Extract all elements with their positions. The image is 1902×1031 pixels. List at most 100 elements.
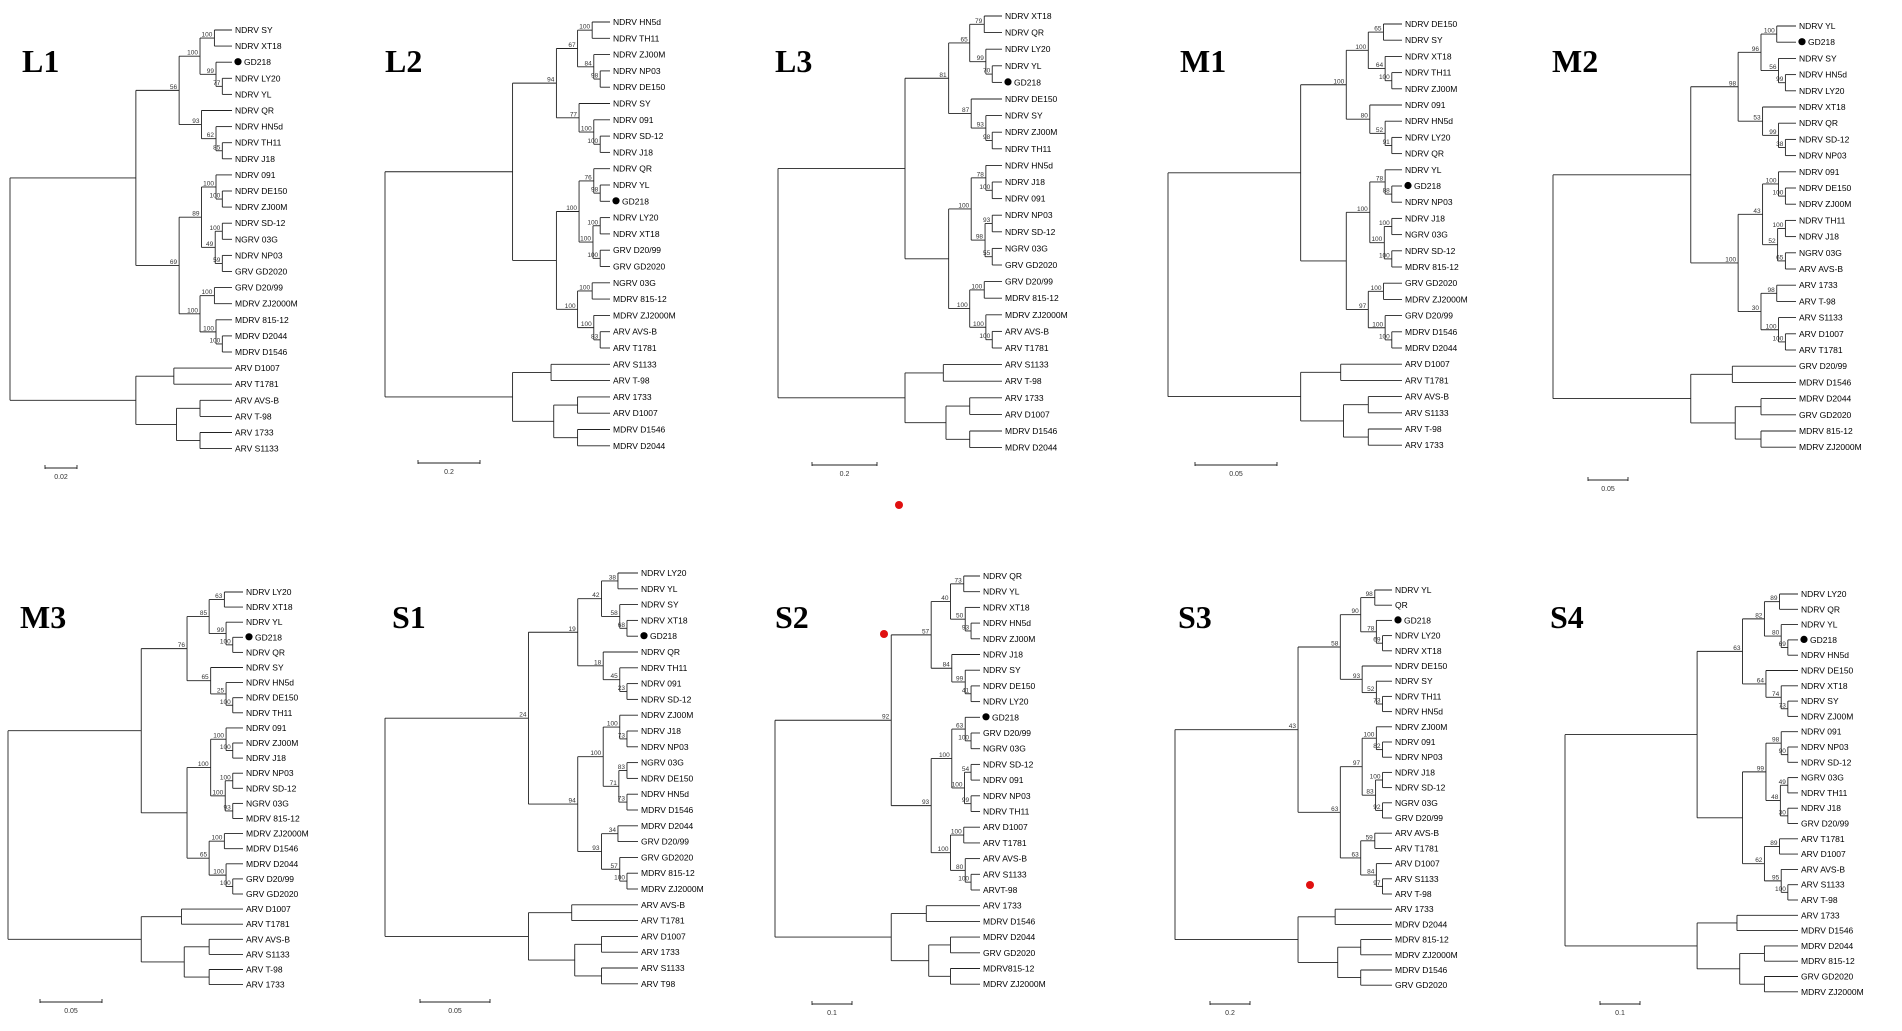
taxon-label: NDRV HN5d — [983, 618, 1031, 628]
taxon-label: ARV T-98 — [235, 411, 272, 421]
taxon-label: NDRV HN5d — [1405, 116, 1453, 126]
bootstrap-value: 52 — [1376, 127, 1384, 134]
bootstrap-value: 100 — [565, 303, 576, 310]
taxon-label: NDRV SD-12 — [641, 694, 692, 704]
taxon-label: NDRV ZJ00M — [235, 202, 287, 212]
taxon-label: MDRV D2044 — [983, 932, 1036, 942]
gd218-marker-dot — [1798, 38, 1806, 46]
bootstrap-value: 81 — [939, 72, 947, 79]
taxon-label: NDRV NP03 — [1799, 151, 1847, 161]
taxon-label: ARV T1781 — [983, 838, 1027, 848]
bootstrap-value: 84 — [585, 60, 593, 67]
taxon-label: GRV GD2020 — [1801, 972, 1854, 982]
bootstrap-value: 78 — [977, 171, 985, 178]
bootstrap-value: 100 — [957, 302, 968, 309]
bootstrap-value: 98 — [983, 134, 991, 141]
taxon-label: GRV D20/99 — [1395, 813, 1443, 823]
bootstrap-value: 65 — [201, 674, 209, 681]
bootstrap-value: 73 — [618, 732, 626, 739]
bootstrap-value: 100 — [952, 781, 963, 788]
bootstrap-value: 30 — [1779, 809, 1787, 816]
bootstrap-value: 89 — [1770, 840, 1778, 847]
gd218-marker-dot — [640, 632, 648, 640]
bootstrap-value: 18 — [594, 659, 602, 666]
taxon-label: NDRV 091 — [983, 775, 1024, 785]
taxon-label: MDRV D1546 — [1801, 926, 1854, 936]
bootstrap-value: 100 — [958, 876, 969, 883]
bootstrap-value: 99 — [1776, 76, 1784, 83]
taxon-label: ARV AVS-B — [1005, 326, 1049, 336]
bootstrap-value: 98 — [591, 73, 599, 80]
taxon-label: NDRV 091 — [235, 170, 276, 180]
bootstrap-value: 100 — [212, 835, 223, 842]
taxon-label: QR — [1395, 600, 1408, 610]
taxon-label: ARV AVS-B — [1801, 864, 1845, 874]
taxon-label: ARV S1133 — [1799, 313, 1843, 323]
taxon-label: NDRV SY — [1405, 35, 1443, 45]
bootstrap-value: 100 — [187, 50, 198, 57]
taxon-label: ARV T-98 — [1799, 296, 1836, 306]
bootstrap-value: 59 — [213, 257, 221, 264]
taxon-label: MDRV D2044 — [641, 821, 694, 831]
taxon-label: MDRV D1546 — [613, 425, 666, 435]
panel-label-m1: M1 — [1180, 43, 1226, 79]
taxon-label: MDRV D2044 — [246, 859, 299, 869]
bootstrap-value: 98 — [1768, 287, 1776, 294]
taxon-label: NDRV NP03 — [1405, 197, 1453, 207]
bootstrap-value: 38 — [609, 574, 617, 581]
bootstrap-value: 90 — [1351, 608, 1359, 615]
bootstrap-value: 100 — [971, 283, 982, 290]
taxon-label: MDRV D2044 — [1801, 941, 1854, 951]
taxon-label: NDRV ZJ00M — [1395, 722, 1447, 732]
taxon-label: NDRV QR — [246, 647, 285, 657]
bootstrap-value: 57 — [611, 863, 619, 870]
bootstrap-value: 100 — [581, 321, 592, 328]
bootstrap-value: 100 — [220, 744, 231, 751]
bootstrap-value: 82 — [1373, 743, 1381, 750]
taxon-label: ARV T-98 — [613, 376, 650, 386]
bootstrap-value: 73 — [618, 796, 626, 803]
taxon-label: GRV D20/99 — [235, 283, 283, 293]
taxon-label: ARV T1781 — [613, 343, 657, 353]
bootstrap-value: 69 — [1779, 641, 1787, 648]
bootstrap-value: 100 — [1355, 44, 1366, 51]
bootstrap-value: 100 — [220, 699, 231, 706]
bootstrap-value: 53 — [1753, 115, 1761, 122]
taxon-label: NDRV SY — [1799, 53, 1837, 63]
taxon-label: MDRV 815-12 — [246, 814, 300, 824]
gd218-marker-dot — [245, 633, 253, 641]
bootstrap-value: 91 — [1383, 139, 1391, 146]
taxon-label: MDRV 815-12 — [641, 868, 695, 878]
gd218-marker-dot — [1800, 635, 1808, 644]
panel-label-l1: L1 — [22, 43, 59, 79]
bootstrap-value: 42 — [592, 592, 600, 599]
bootstrap-value: 100 — [1775, 886, 1786, 893]
taxon-label: NDRV XT18 — [1799, 102, 1846, 112]
taxon-label: NGRV 03G — [1005, 243, 1048, 253]
taxon-label: ARV D1007 — [1395, 859, 1440, 869]
bootstrap-value: 57 — [922, 628, 930, 635]
taxon-label: NDRV DE150 — [1799, 183, 1852, 193]
bootstrap-value: 100 — [1372, 321, 1383, 328]
taxon-label: NDRV ZJ00M — [246, 738, 298, 748]
taxon-label: NDRV SY — [235, 25, 273, 35]
taxon-label: GRV GD2020 — [641, 852, 694, 862]
taxon-label: NDRV 091 — [1395, 737, 1436, 747]
taxon-label: ARV AVS-B — [1405, 392, 1449, 402]
bootstrap-value: 56 — [1769, 64, 1777, 71]
bootstrap-value: 69 — [170, 259, 178, 266]
taxon-label: NDRV LY20 — [1395, 631, 1441, 641]
taxon-label: NDRV 091 — [1405, 100, 1446, 110]
taxon-label: MDRV ZJ2000M — [1405, 294, 1468, 304]
bootstrap-value: 77 — [570, 111, 578, 118]
taxon-label: NDRV 091 — [246, 723, 287, 733]
bootstrap-value: 52 — [1768, 238, 1776, 245]
taxon-label: NDRV DE150 — [613, 82, 666, 92]
bootstrap-value: 65 — [1776, 254, 1784, 261]
taxon-label: ARV T1781 — [1799, 345, 1843, 355]
taxon-label: NDRV NP03 — [641, 742, 689, 752]
taxon-label: NDRV LY20 — [1801, 589, 1847, 599]
bootstrap-value: 100 — [209, 225, 220, 232]
taxon-label: NDRV TH11 — [983, 807, 1030, 817]
bootstrap-value: 100 — [209, 193, 220, 200]
